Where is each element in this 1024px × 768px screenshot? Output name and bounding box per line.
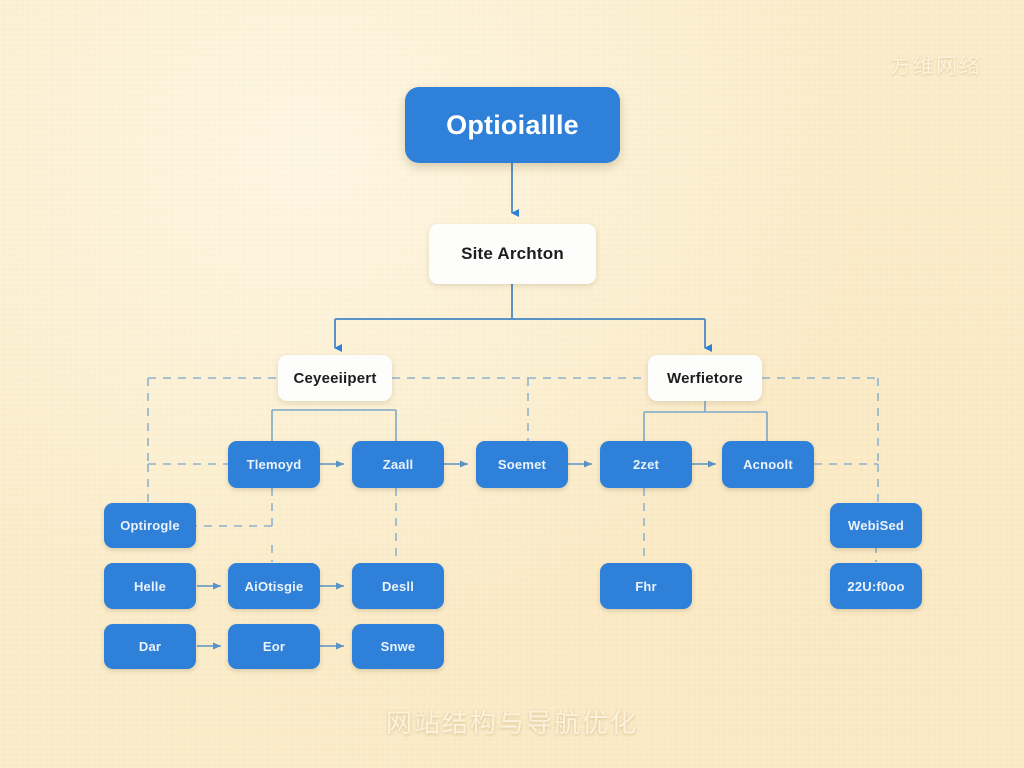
node-leaf-helle[interactable]: Helle [104, 563, 196, 609]
node-root[interactable]: Optioiallle [405, 87, 620, 163]
node-leaf-acnoolt[interactable]: Acnoolt [722, 441, 814, 488]
node-leaf-aiotisgie[interactable]: AiOtisgie [228, 563, 320, 609]
node-leaf-soemet[interactable]: Soemet [476, 441, 568, 488]
node-branch-left[interactable]: Ceyeeiipert [278, 355, 392, 401]
node-leaf-fhr[interactable]: Fhr [600, 563, 692, 609]
node-leaf-22ufooo[interactable]: 22U:f0oo [830, 563, 922, 609]
node-site-architecture[interactable]: Site Archton [429, 224, 596, 284]
node-leaf-snwe[interactable]: Snwe [352, 624, 444, 669]
node-leaf-tlemoyd[interactable]: Tlemoyd [228, 441, 320, 488]
node-leaf-zaall[interactable]: Zaall [352, 441, 444, 488]
bottom-caption: 网站结构与导航优化 [385, 708, 638, 738]
edge-left-branch-bracket [271, 409, 397, 441]
node-leaf-optirogle[interactable]: Optirogle [104, 503, 196, 548]
node-leaf-dar[interactable]: Dar [104, 624, 196, 669]
edge-right-branch-bracket [643, 399, 768, 441]
edge-level2-to-branches [334, 284, 712, 352]
watermark-text: 方维网络 [890, 55, 982, 78]
node-leaf-2zet[interactable]: 2zet [600, 441, 692, 488]
node-leaf-desll[interactable]: Desll [352, 563, 444, 609]
node-branch-right[interactable]: Werfietore [648, 355, 762, 401]
node-leaf-eor[interactable]: Eor [228, 624, 320, 669]
edge-right-branch-spine [528, 377, 879, 562]
edge-left-branch-spine [147, 377, 529, 562]
node-leaf-webised[interactable]: WebiSed [830, 503, 922, 548]
